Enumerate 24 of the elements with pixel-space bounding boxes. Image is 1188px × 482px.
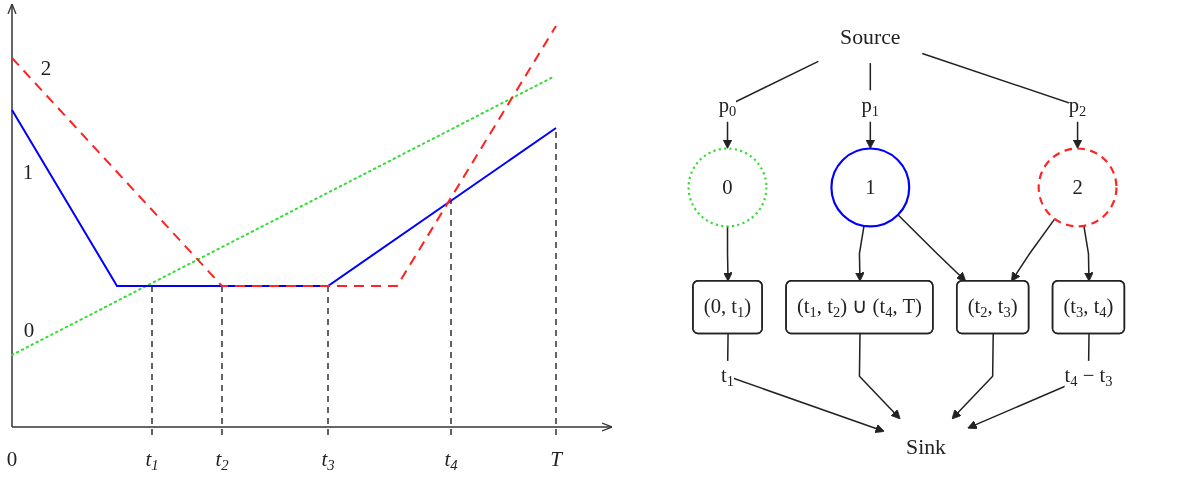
arrow	[951, 333, 994, 420]
node-text: Sink	[906, 434, 947, 459]
axis-tick-label: T	[550, 447, 562, 471]
edge-label: t$_{1}$	[721, 363, 735, 390]
node-text: Source	[840, 23, 901, 48]
node-circle: 0	[687, 147, 768, 228]
axis-tick-label: t$_{2}$	[215, 447, 229, 471]
axis-tick-label: t$_{4}$	[444, 447, 458, 471]
edge-label: p$_{0}$	[718, 93, 737, 119]
arrow	[855, 225, 865, 282]
arrow	[921, 52, 1083, 149]
axis-tick-label: t$_{3}$	[321, 447, 335, 471]
axis-tick-label: t$_{1}$	[145, 447, 159, 471]
arrow	[1083, 225, 1094, 282]
edge-label: p$_{1}$	[861, 93, 880, 119]
arrow	[1011, 218, 1056, 282]
edge-label: p$_{2}$	[1068, 93, 1087, 119]
arrow	[726, 333, 885, 434]
arrow	[858, 333, 901, 420]
edge-label: t$_{4}$ − t$_{3}$	[1064, 363, 1113, 390]
node-circle: 1	[830, 147, 911, 228]
arrow	[897, 214, 967, 282]
axis-tick-label: 0	[6, 447, 18, 471]
node-circle: 2	[1037, 147, 1118, 228]
